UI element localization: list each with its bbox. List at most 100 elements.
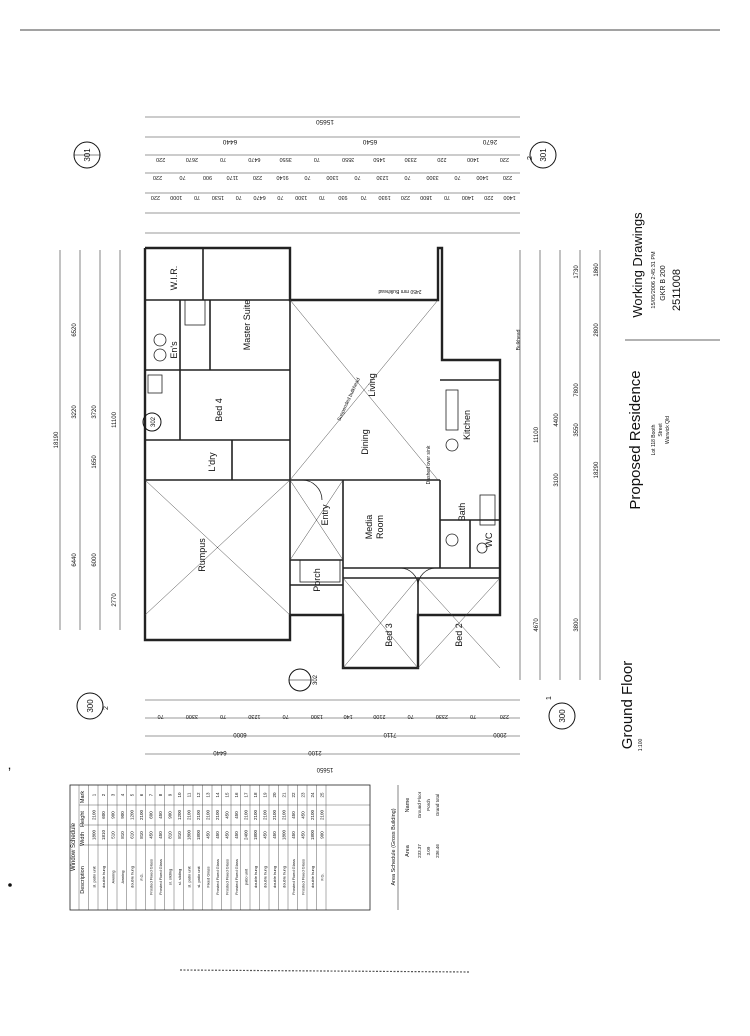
ws-desc: sl. sliding bbox=[168, 869, 173, 885]
dim-top_row4-10: 1300 bbox=[295, 194, 307, 200]
ws-width: 1800 bbox=[310, 829, 315, 840]
margin-tick: ʼ bbox=[8, 765, 11, 781]
dim-right-4: 3800 bbox=[574, 618, 580, 632]
dim-left-6: 11100 bbox=[112, 411, 118, 427]
ws-width: 1800 bbox=[253, 829, 258, 840]
area-row-value: 233.37 bbox=[417, 844, 422, 858]
ws-mark: 23 bbox=[301, 792, 306, 798]
dim-bottom_row3-2: 2330 bbox=[436, 713, 448, 719]
ws-height: 450 bbox=[225, 811, 230, 819]
room-bath: Bath bbox=[457, 503, 467, 522]
ws-height: 450 bbox=[158, 811, 163, 819]
dim-bottom_row3-6: 1300 bbox=[311, 713, 323, 719]
left-dims: 18190 6440 6000 2770 1650 3720 3220 1110… bbox=[54, 323, 118, 607]
ws-height: 900 bbox=[168, 811, 173, 819]
dim-left-5: 3220 bbox=[72, 405, 78, 419]
ws-desc: Frosted Fixed Glass bbox=[291, 859, 296, 895]
room-porch: Porch bbox=[312, 568, 322, 592]
ws-desc: patio unit bbox=[244, 868, 249, 885]
ws-height: 1200 bbox=[130, 809, 135, 820]
ws-desc: double hung bbox=[272, 866, 277, 888]
room-ensuite: En's bbox=[169, 341, 179, 359]
dim-top_row2-2: 220 bbox=[437, 156, 446, 162]
ws-mark: 16 bbox=[234, 792, 239, 798]
ws-desc: sl. sliding bbox=[177, 869, 182, 885]
area-row-name: Porch bbox=[426, 799, 431, 811]
ws-mark: 21 bbox=[282, 792, 287, 798]
ws-mark: 5 bbox=[130, 793, 135, 796]
section-marker-300-right: 300 1 bbox=[546, 696, 576, 730]
section-301-sub: 2 bbox=[527, 156, 534, 160]
ws-width: 2400 bbox=[244, 829, 249, 840]
ws-height: 2100 bbox=[187, 809, 192, 820]
section-marker-302: 302 302 bbox=[142, 412, 319, 692]
ws-header-1: Height bbox=[80, 811, 86, 827]
dim-top_row4-5: 220 bbox=[401, 194, 410, 200]
room-dining: Dining bbox=[360, 429, 370, 455]
dim-top_row4-1: 220 bbox=[484, 194, 493, 200]
room-rumpus: Rumpus bbox=[197, 538, 207, 572]
ws-width: 450 bbox=[263, 831, 268, 839]
ws-desc: double hung bbox=[130, 866, 135, 888]
ws-mark: 17 bbox=[244, 792, 249, 798]
section-301-num: 301 bbox=[83, 148, 92, 162]
dim-bottom_row3-1: 70 bbox=[470, 713, 476, 719]
ws-height: 2100 bbox=[215, 809, 220, 820]
area-schedule-title: Area Schedule (Gross Building) bbox=[391, 808, 397, 885]
ws-desc: F.G. bbox=[139, 873, 144, 880]
dim-top_row2-9: 70 bbox=[220, 156, 226, 162]
ws-desc: sl. patio unit bbox=[196, 865, 201, 887]
dim-right-5: 4670 bbox=[534, 618, 540, 632]
project-title: Proposed Residence bbox=[627, 370, 644, 509]
project-address-2: Street bbox=[658, 423, 664, 437]
fixtures bbox=[147, 299, 496, 587]
ws-desc: Frosted Fixed Glass bbox=[158, 859, 163, 895]
dim-top_row2-7: 3550 bbox=[280, 156, 292, 162]
window-schedule: Window ScheduleMarkHeightWidthDescriptio… bbox=[69, 784, 371, 911]
ws-height: 600 bbox=[149, 811, 154, 819]
ws-mark: 19 bbox=[263, 792, 268, 798]
top-dimensions bbox=[145, 116, 520, 234]
area-header-area: Area bbox=[405, 844, 411, 857]
ws-width: 450 bbox=[301, 831, 306, 839]
ws-desc: Awning bbox=[111, 870, 116, 883]
ws-mark: 3 bbox=[111, 793, 116, 796]
section-301-num-2: 301 bbox=[539, 148, 548, 162]
dim-right-8: 2800 bbox=[594, 323, 600, 337]
ws-desc: sl. patio unit bbox=[187, 865, 192, 887]
dim-top_row2-3: 2330 bbox=[405, 156, 417, 162]
ws-mark: 14 bbox=[215, 792, 220, 798]
ws-height: 2100 bbox=[244, 809, 249, 820]
dim-top_row4-16: 1000 bbox=[170, 194, 182, 200]
left-dim-lines bbox=[59, 250, 121, 630]
ws-width: 450 bbox=[291, 831, 296, 839]
dim-top_row4-4: 1800 bbox=[420, 194, 432, 200]
dim-left-3: 1650 bbox=[92, 455, 98, 469]
dim-top_row4-15: 70 bbox=[194, 194, 200, 200]
top-dim-row2: 2201400220233014503550703550647070267022… bbox=[156, 156, 509, 162]
section-302-num-2: 302 bbox=[151, 416, 157, 427]
dim-right-3: 3550 bbox=[574, 423, 580, 437]
ws-height: 2100 bbox=[263, 809, 268, 820]
area-row-value: 236.46 bbox=[435, 844, 440, 858]
room-bed2: Bed 2 bbox=[454, 623, 464, 647]
drawing-scale: 1:100 bbox=[638, 739, 644, 752]
dim-right-overall: 18290 bbox=[594, 461, 600, 478]
dim-top_row2-4: 1450 bbox=[373, 156, 385, 162]
dim-bottom_row3-10: 3300 bbox=[186, 713, 198, 719]
dim-bottom_row3-9: 70 bbox=[220, 713, 226, 719]
dim-bottom_row3-7: 70 bbox=[283, 713, 289, 719]
dim-top_row4-2: 1400 bbox=[462, 194, 474, 200]
ws-desc: Frosted Fixed Glass bbox=[301, 859, 306, 895]
room-media-2: Room bbox=[375, 515, 385, 539]
ws-desc: Fixed Glass bbox=[206, 866, 211, 887]
top-dim-row4: 1400220140070180022019307093070130070647… bbox=[151, 194, 516, 200]
ws-height: 2100 bbox=[282, 809, 287, 820]
section-300-sub-2: 1 bbox=[546, 696, 553, 700]
section-marker-301-left: 301 bbox=[73, 141, 101, 169]
ws-height: 2100 bbox=[92, 809, 97, 820]
room-laundry: L'dry bbox=[207, 452, 217, 472]
note-bulkhead: Suspended bulkhead bbox=[336, 377, 361, 422]
room-labels: W.I.R. Master Suite En's Bed 4 L'dry Rum… bbox=[169, 266, 494, 647]
